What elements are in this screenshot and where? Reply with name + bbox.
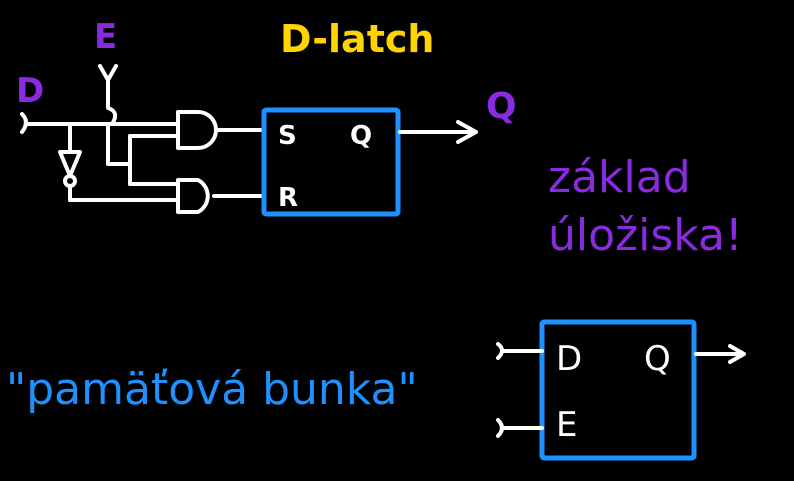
cell-enable-input-wire — [496, 418, 544, 438]
output-arrow — [398, 120, 478, 144]
and-gate-bottom — [176, 178, 264, 214]
memory-cell-box: D E Q — [539, 319, 697, 461]
data-input-label: D — [16, 71, 44, 111]
reset-pin-label: R — [278, 183, 298, 213]
enable-distribution-wire — [106, 122, 178, 186]
cell-enable-pin-label: E — [556, 405, 577, 445]
latch-output-pin-label: Q — [350, 121, 372, 151]
memory-cell-caption: "pamäťová bunka" — [6, 364, 418, 415]
sr-latch-box: S R Q — [261, 107, 401, 217]
cell-data-pin-label: D — [556, 339, 582, 379]
set-pin-label: S — [278, 121, 297, 151]
note-line-1: základ — [548, 152, 691, 203]
note-line-2: úložiska! — [548, 210, 743, 261]
cell-data-input-wire — [496, 342, 544, 360]
data-input-wire — [20, 112, 178, 202]
output-label: Q — [486, 86, 517, 127]
cell-output-pin-label: Q — [644, 339, 671, 379]
diagram-title: D-latch — [280, 17, 434, 61]
enable-input-wire — [98, 64, 122, 126]
cell-output-arrow — [694, 344, 746, 364]
and-gate-top — [176, 110, 264, 150]
enable-input-label: E — [94, 17, 117, 57]
inverter-gate — [58, 150, 82, 202]
